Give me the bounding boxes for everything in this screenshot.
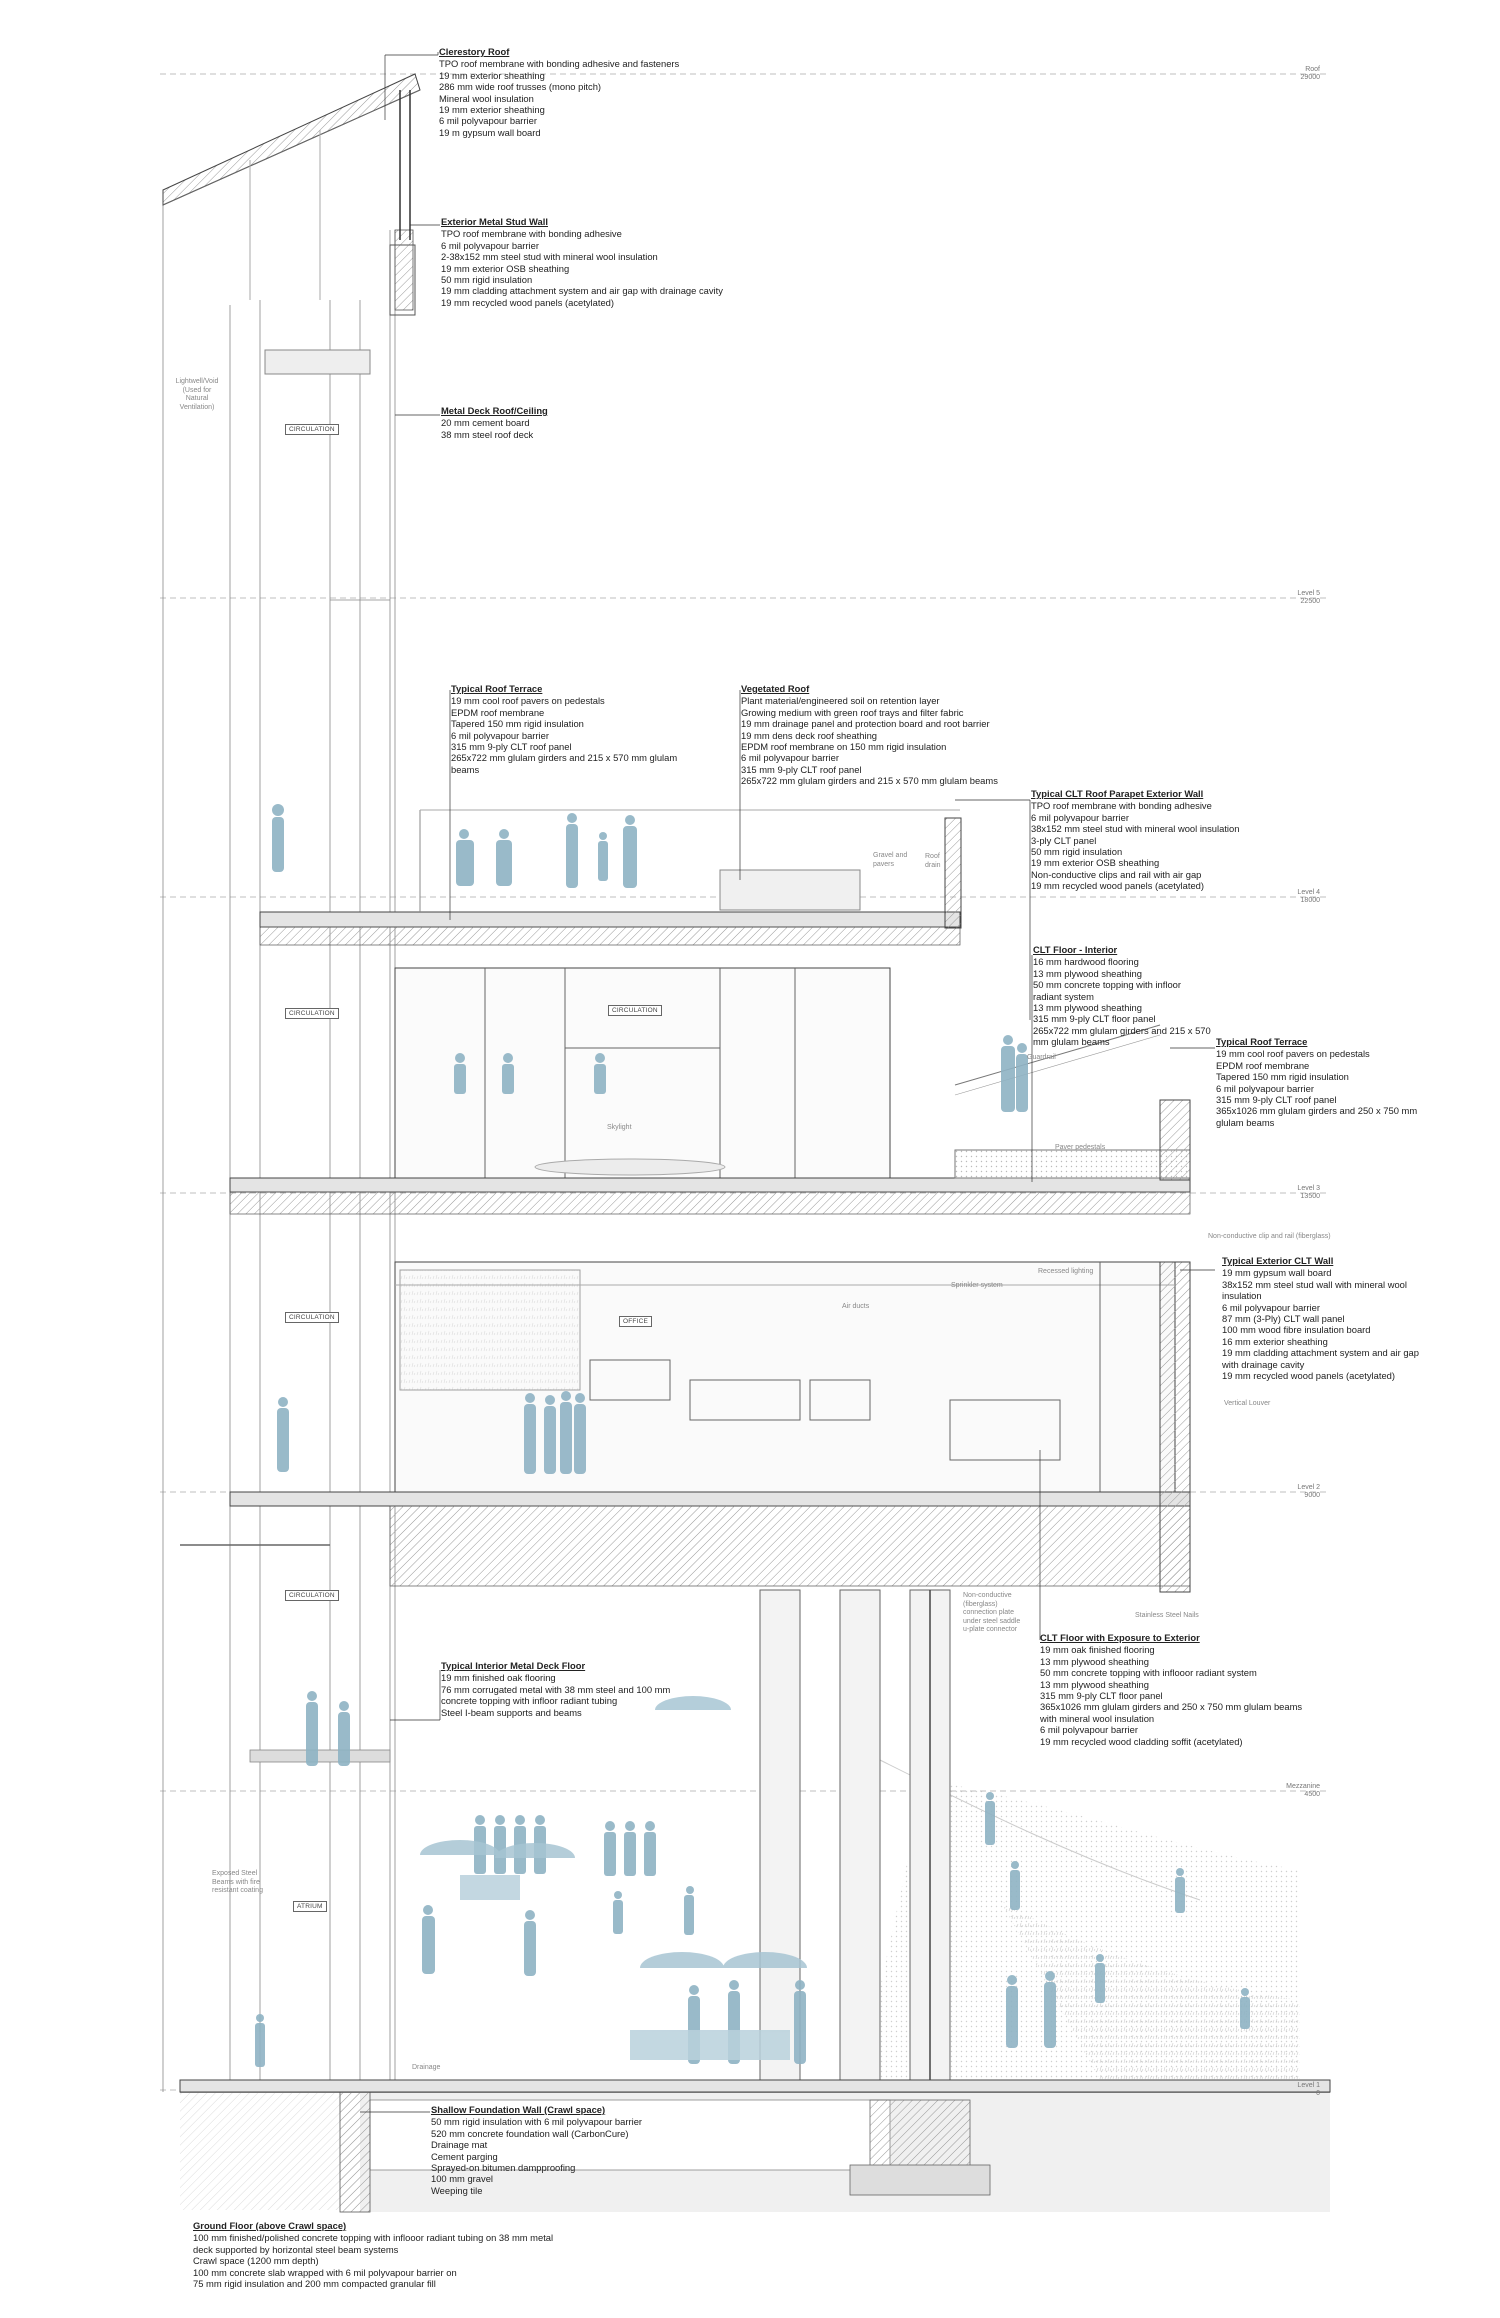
leader-lines xyxy=(360,52,1215,2113)
circulation-tower xyxy=(162,190,396,2092)
label-non-conductive-clip: Non-conductive clip and rail (fiberglass… xyxy=(1208,1233,1331,1240)
market-umbrellas xyxy=(420,1696,807,2060)
callout-typical-roof-terrace-upper: Typical Roof Terrace 19 mm cool roof pav… xyxy=(451,683,678,775)
callout-clt-floor-interior: CLT Floor - Interior 16 mm hardwood floo… xyxy=(1033,944,1211,1048)
clerestory-roof xyxy=(162,73,421,316)
atrium-columns xyxy=(759,1589,951,2091)
room-tag-atrium: ATRIUM xyxy=(293,1901,327,1912)
label-skylight: Skylight xyxy=(607,1124,632,1131)
level2-office xyxy=(394,1261,1176,1493)
callout-clt-parapet-wall: Typical CLT Roof Parapet Exterior Wall T… xyxy=(1031,788,1240,892)
label-vertical-louver: Vertical Louver xyxy=(1224,1400,1271,1407)
air-duct-upper xyxy=(264,349,371,375)
label-drainage: Drainage xyxy=(412,2064,441,2071)
ground-floor-slab xyxy=(179,2079,1331,2093)
callout-interior-metal-deck-floor: Typical Interior Metal Deck Floor 19 mm … xyxy=(441,1660,671,1718)
label-stainless-nails: Stainless Steel Nails xyxy=(1135,1612,1199,1619)
label-air-ducts: Air ducts xyxy=(842,1303,870,1310)
room-tag-circulation: CIRCULATION xyxy=(608,1005,662,1016)
callout-exterior-metal-stud-wall: Exterior Metal Stud Wall TPO roof membra… xyxy=(441,216,723,308)
callout-typical-roof-terrace-lower: Typical Roof Terrace 19 mm cool roof pav… xyxy=(1216,1036,1418,1128)
callout-ground-floor: Ground Floor (above Crawl space) 100 mm … xyxy=(193,2220,554,2290)
label-paver-pedestals: Paver pedestals xyxy=(1055,1144,1106,1151)
people-figures xyxy=(255,804,1250,2067)
ground-and-foundation xyxy=(180,2091,1330,2213)
callout-clt-floor-exposure: CLT Floor with Exposure to Exterior 19 m… xyxy=(1040,1632,1303,1747)
callout-clerestory-roof: Clerestory Roof TPO roof membrane with b… xyxy=(439,46,680,138)
landscape-hillside xyxy=(860,1759,1300,2080)
level2-slab xyxy=(229,1261,1191,1593)
room-tag-circulation: CIRCULATION xyxy=(285,1008,339,1019)
room-tag-office: OFFICE xyxy=(619,1316,653,1327)
level3-room xyxy=(394,967,891,1179)
callout-typical-exterior-clt-wall: Typical Exterior CLT Wall 19 mm gypsum w… xyxy=(1222,1255,1419,1382)
callout-metal-deck-roof: Metal Deck Roof/Ceiling 20 mm cement boa… xyxy=(441,405,548,440)
level4-roof-terrace xyxy=(259,809,962,946)
label-sprinkler-system: Sprinkler system xyxy=(951,1282,1003,1289)
level3-slab xyxy=(229,1024,1191,1215)
callout-shallow-foundation: Shallow Foundation Wall (Crawl space) 50… xyxy=(431,2104,643,2196)
room-tag-circulation: CIRCULATION xyxy=(285,1590,339,1601)
room-tag-circulation: CIRCULATION xyxy=(285,424,339,435)
label-recessed-lighting: Recessed lighting xyxy=(1038,1268,1094,1275)
room-tag-circulation: CIRCULATION xyxy=(285,1312,339,1323)
callout-vegetated-roof: Vegetated Roof Plant material/engineered… xyxy=(741,683,998,787)
label-guardrail: Guardrail xyxy=(1027,1054,1056,1061)
label-connection-plate: Non-conductive(fiberglass) connection pl… xyxy=(963,1592,1021,1633)
